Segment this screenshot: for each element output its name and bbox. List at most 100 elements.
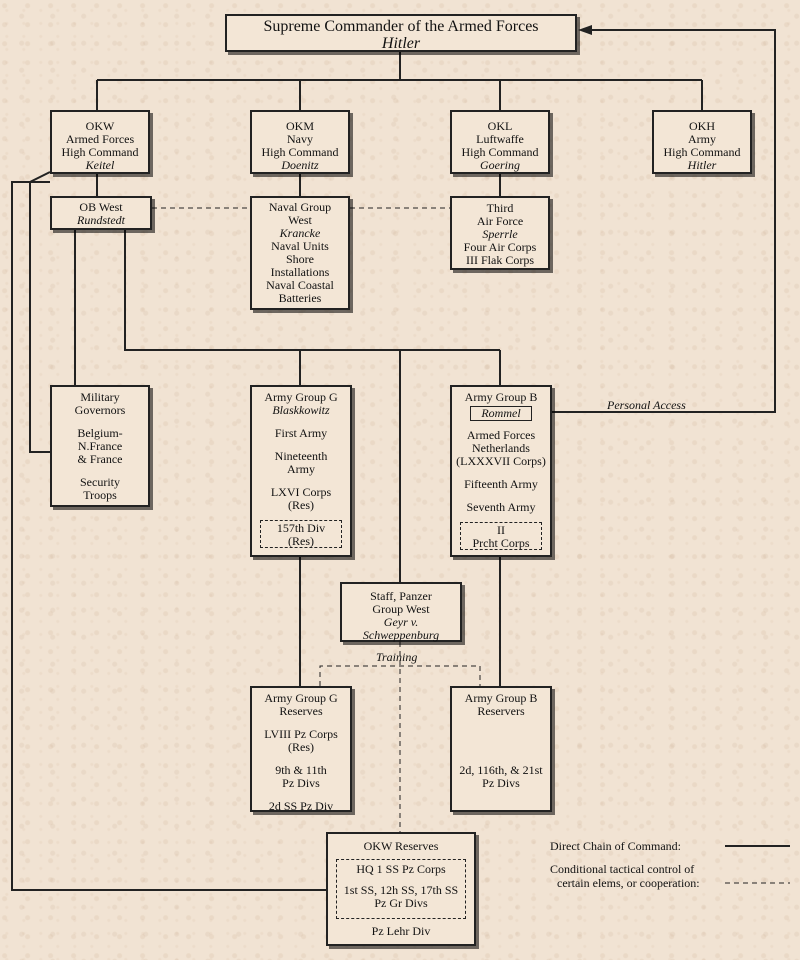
agg-157th-div-box: 157th Div (Res) xyxy=(260,520,342,548)
okm-code: OKM xyxy=(285,119,314,133)
thirdaf-line4: III Flak Corps xyxy=(466,253,534,267)
milgov-line7: Troops xyxy=(83,488,117,502)
naval-line4: Shore xyxy=(286,252,314,266)
agbres-line4: Pz Divs xyxy=(482,776,520,790)
supreme-commander-box: Supreme Commander of the Armed Forces Hi… xyxy=(225,14,577,52)
okm-line1: Navy xyxy=(287,132,313,146)
third-air-force-box: Third Air Force Sperrle Four Air Corps I… xyxy=(450,196,550,270)
milgov-line6: Security xyxy=(80,475,120,489)
milgov-line2: Governors xyxy=(74,403,126,417)
thirdaf-line2: Air Force xyxy=(476,214,524,228)
okm-box: OKM Navy High Command Doenitz xyxy=(250,110,350,174)
agb-div-line2: Prcht Corps xyxy=(472,536,530,550)
agbres-line2: Reservers xyxy=(477,704,525,718)
agb-rommel-box: Rommel xyxy=(470,406,532,421)
thirdaf-name: Sperrle xyxy=(482,227,518,241)
agb-line2: Netherlands xyxy=(472,441,530,455)
agg-div-line1: 157th Div xyxy=(276,521,326,535)
army-group-g-box: Army Group G Blaskkowitz First Army Nine… xyxy=(250,385,352,557)
milgov-line5: & France xyxy=(77,452,123,466)
okwres-title: OKW Reserves xyxy=(363,839,439,853)
legend-conditional-label2: certain elems, or cooperation: xyxy=(557,876,700,890)
line-okw-okwreserves xyxy=(11,181,326,891)
okl-code: OKL xyxy=(487,119,513,133)
agbres-line1: Army Group B xyxy=(464,691,538,705)
okl-name: Goering xyxy=(480,158,520,172)
okh-name: Hitler xyxy=(687,158,717,172)
agb-line5: Seventh Army xyxy=(466,500,536,514)
okwres-hq-ss-box: HQ 1 SS Pz Corps 1st SS, 12h SS, 17th SS… xyxy=(336,859,466,919)
okw-line1: Armed Forces xyxy=(65,132,135,146)
line-obwest-armygroups xyxy=(124,228,501,582)
personal-access-label: Personal Access xyxy=(607,398,686,412)
thirdaf-line1: Third xyxy=(486,201,514,215)
line-supreme-to-branches xyxy=(96,50,703,110)
agg-line3: Army xyxy=(287,462,315,476)
okw-name: Keitel xyxy=(85,158,115,172)
okh-line1: Army xyxy=(688,132,716,146)
okm-name: Doenitz xyxy=(281,158,319,172)
agg-title: Army Group G xyxy=(264,390,338,404)
legend-direct-label: Direct Chain of Command: xyxy=(550,839,681,853)
okw-code: OKW xyxy=(85,119,115,133)
agb-line1: Armed Forces xyxy=(466,428,536,442)
milgov-line1: Military xyxy=(80,390,120,404)
supreme-name: Hitler xyxy=(381,35,421,52)
dashed-training xyxy=(319,642,481,832)
okl-line1: Luftwaffe xyxy=(476,132,524,146)
agb-title: Army Group B xyxy=(464,390,538,404)
okwres-div-line2: 1st SS, 12h SS, 17th SS xyxy=(343,883,459,897)
naval-line6: Naval Coastal xyxy=(266,278,334,292)
okh-line2: High Command xyxy=(663,145,741,159)
training-label: Training xyxy=(376,650,418,664)
aggres-line4: (Res) xyxy=(288,740,314,754)
army-group-b-box: Army Group B Rommel Armed Forces Netherl… xyxy=(450,385,552,557)
line-personal-access xyxy=(530,29,776,413)
panzer-name2: Schweppenburg xyxy=(362,628,440,642)
agg-div-line2: (Res) xyxy=(288,534,314,548)
panzer-name1: Geyr v. xyxy=(383,615,419,629)
aggres-line3: LVIII Pz Corps xyxy=(264,727,338,741)
okwres-div-line1: HQ 1 SS Pz Corps xyxy=(356,862,446,876)
arrowhead-icon xyxy=(578,25,592,35)
okwres-div-line3: Pz Gr Divs xyxy=(374,896,428,910)
agg-line5: (Res) xyxy=(288,498,314,512)
naval-line7: Batteries xyxy=(278,291,322,305)
ob-west-box: OB West Rundstedt xyxy=(50,196,152,230)
obwest-name: Rundstedt xyxy=(77,213,125,227)
okh-box: OKH Army High Command Hitler xyxy=(652,110,752,174)
agb-line3: (LXXXVII Corps) xyxy=(456,454,546,468)
agbres-line3: 2d, 116th, & 21st xyxy=(459,763,543,777)
agg-line4: LXVI Corps xyxy=(270,485,332,499)
naval-line1: Naval Group xyxy=(268,200,332,214)
okw-line2: High Command xyxy=(61,145,139,159)
naval-line3: Naval Units xyxy=(271,239,329,253)
agg-line1: First Army xyxy=(274,426,328,440)
agg-line2: Nineteenth xyxy=(274,449,328,463)
milgov-line4: N.France xyxy=(77,439,123,453)
supreme-title: Supreme Commander of the Armed Forces xyxy=(263,18,539,35)
thirdaf-line3: Four Air Corps xyxy=(463,240,537,254)
panzer-line1: Staff, Panzer xyxy=(370,589,432,603)
aggres-line2: Reserves xyxy=(279,704,323,718)
okm-line2: High Command xyxy=(261,145,339,159)
okl-line2: High Command xyxy=(461,145,539,159)
naval-group-box: Naval Group West Krancke Naval Units Sho… xyxy=(250,196,350,310)
aggres-line1: Army Group G xyxy=(264,691,338,705)
okl-box: OKL Luftwaffe High Command Goering xyxy=(450,110,550,174)
okw-box: OKW Armed Forces High Command Keitel xyxy=(50,110,150,174)
legend-conditional-label1: Conditional tactical control of xyxy=(550,862,695,876)
milgov-line3: Belgium- xyxy=(77,426,123,440)
agb-div-line1: II xyxy=(497,523,505,537)
panzer-group-west-box: Staff, Panzer Group West Geyr v. Schwepp… xyxy=(340,582,462,642)
line-okw-milgov xyxy=(29,171,51,453)
aggres-line6: Pz Divs xyxy=(282,776,320,790)
naval-line5: Installations xyxy=(270,265,330,279)
okh-code: OKH xyxy=(689,119,715,133)
naval-line2: West xyxy=(288,213,312,227)
obwest-title: OB West xyxy=(79,200,123,214)
army-group-b-reserves-box: Army Group B Reservers 2d, 116th, & 21st… xyxy=(450,686,552,812)
army-group-g-reserves-box: Army Group G Reserves LVIII Pz Corps (Re… xyxy=(250,686,352,813)
aggres-line7: 2d SS Pz Div xyxy=(268,799,334,813)
